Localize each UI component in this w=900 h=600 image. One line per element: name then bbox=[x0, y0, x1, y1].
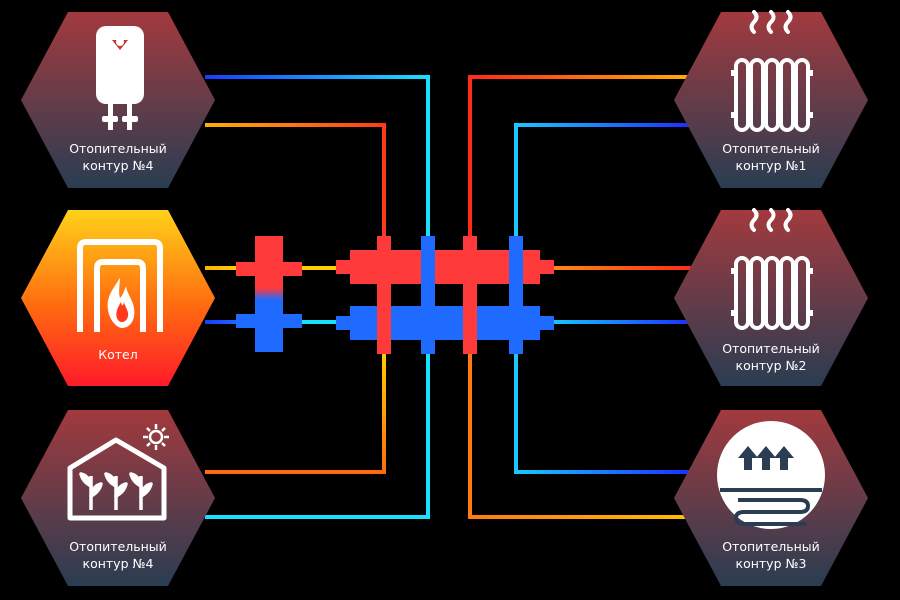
pipe-circuit3-top bbox=[514, 350, 695, 474]
pipe-water-heater-top bbox=[205, 75, 430, 240]
water-heater-icon bbox=[96, 26, 144, 130]
boiler-flame-icon bbox=[77, 239, 163, 332]
collector-manifold bbox=[336, 236, 554, 354]
label-line2: контур №4 bbox=[82, 556, 154, 571]
sun-icon bbox=[143, 424, 169, 450]
label-line1: Котел bbox=[98, 347, 138, 362]
label-line1: Отопительный bbox=[69, 141, 167, 156]
radiator-icon bbox=[731, 208, 813, 330]
label-circuit2: Отопительный контур №2 bbox=[701, 340, 841, 374]
label-line1: Отопительный bbox=[722, 141, 820, 156]
label-line1: Отопительный bbox=[69, 539, 167, 554]
pipe-circuit3-bottom bbox=[468, 350, 695, 519]
label-line2: контур №1 bbox=[735, 158, 807, 173]
node-circuit2[interactable] bbox=[674, 210, 868, 386]
label-line2: контур №4 bbox=[82, 158, 154, 173]
greenhouse-icon bbox=[67, 437, 167, 521]
label-circuit3: Отопительный контур №3 bbox=[701, 538, 841, 572]
pipes bbox=[205, 75, 695, 519]
pipe-greenhouse-top bbox=[205, 350, 386, 474]
label-greenhouse: Отопительный контур №4 bbox=[48, 538, 188, 572]
label-line1: Отопительный bbox=[722, 539, 820, 554]
label-line2: контур №2 bbox=[735, 358, 807, 373]
node-greenhouse[interactable] bbox=[21, 410, 215, 586]
label-line2: контур №3 bbox=[735, 556, 807, 571]
pipe-greenhouse-bottom bbox=[205, 350, 430, 519]
label-water-heater: Отопительный контур №4 bbox=[48, 140, 188, 174]
pipe-circuit1-top bbox=[468, 75, 695, 240]
label-line1: Отопительный bbox=[722, 341, 820, 356]
pipe-water-heater-bottom bbox=[205, 123, 386, 240]
radiator-icon bbox=[731, 10, 813, 132]
label-boiler: Котел bbox=[48, 346, 188, 363]
pipe-circuit1-bottom bbox=[514, 123, 695, 240]
hydraulic-separator bbox=[236, 236, 302, 352]
node-circuit1[interactable] bbox=[674, 12, 868, 188]
label-circuit1: Отопительный контур №1 bbox=[701, 140, 841, 174]
underfloor-heating-icon bbox=[717, 421, 825, 529]
